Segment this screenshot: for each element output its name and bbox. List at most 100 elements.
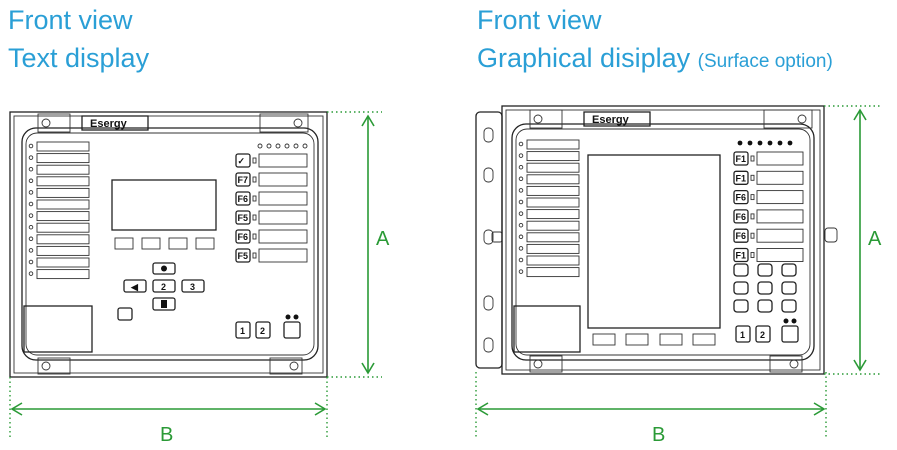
right-ind-dot-4 [767,140,773,146]
left-fkey-led-5 [252,233,257,240]
left-port-key[interactable] [283,321,301,339]
right-ctrl-key-4[interactable] [733,281,749,295]
left-nav-center-key[interactable] [152,279,176,293]
right-fkey-4[interactable] [733,209,749,224]
right-ctrl-key-8[interactable] [757,299,773,313]
right-led-12 [518,269,524,274]
left-fkey-box-4 [258,210,308,225]
right-port-key[interactable] [781,325,799,343]
right-ctrl-key-1[interactable] [733,263,749,277]
right-fkey-box-1 [756,151,804,166]
left-led-label-6 [36,199,90,210]
left-led-label-5 [36,187,90,198]
right-dim-a-arrow-top [853,108,867,121]
right-led-label-2 [526,151,580,162]
left-device-inner-frame [13,115,324,374]
right-softkey-4[interactable] [692,333,716,346]
right-dim-b-arrow-left [476,402,489,416]
right-fkey-box-4 [756,209,804,224]
left-led-7 [28,213,34,218]
left-key-2[interactable] [255,321,271,339]
right-screw-tl [533,114,543,124]
right-flange-slot-4 [483,295,494,311]
left-device-outer-frame [9,111,328,378]
left-escape-key[interactable] [117,307,133,321]
left-fkey-led-1 [252,157,257,164]
left-port-dot-2 [293,314,299,320]
left-dim-b-label: B [160,424,173,446]
right-led-10 [518,246,524,251]
left-softkey-4[interactable] [195,237,215,250]
right-flange-slot-1 [483,127,494,143]
left-led-column [28,141,90,280]
right-bottom-left-mount [529,355,563,373]
right-ctrl-key-5[interactable] [757,281,773,295]
right-key-1[interactable] [735,325,751,343]
left-softkey-2[interactable] [141,237,161,250]
right-led-5 [518,188,524,193]
left-led-12 [28,271,34,276]
right-ctrl-key-6[interactable] [781,281,797,295]
left-nav-down-mark [161,300,167,308]
right-fkey-1[interactable] [733,151,749,166]
right-led-column [518,139,580,278]
right-fkey-label-5: F6 [736,231,747,241]
right-led-9 [518,234,524,240]
right-led-label-11 [526,255,580,266]
right-softkey-3[interactable] [659,333,683,346]
right-fkey-5[interactable] [733,228,749,243]
left-brand-plate [81,115,149,131]
left-key-1[interactable] [235,321,251,339]
left-fkey-label-5: F6 [238,232,249,242]
left-dim-b-arrow-right [314,402,327,416]
left-fkey-1[interactable] [235,153,251,168]
right-led-3 [518,164,524,170]
left-nav-right-key[interactable] [181,279,205,293]
right-dim-a-label: A [868,228,882,250]
left-top-right-mount [259,113,309,133]
right-fkey-2[interactable] [733,170,749,185]
left-led-label-2 [36,153,90,164]
right-ctrl-key-7[interactable] [733,299,749,313]
left-fkey-label-4: F5 [238,213,249,223]
right-led-label-3 [526,162,580,173]
left-brand-label: Esergy [90,118,128,130]
right-dim-a-arrow-bottom [853,359,867,372]
right-port-dot-2 [791,318,797,324]
left-led-1 [28,143,34,149]
right-softkey-1[interactable] [592,333,616,346]
left-nav-left-key[interactable] [123,279,147,293]
right-device-faceplate-inner [515,128,811,356]
right-fkey-box-5 [756,228,804,243]
left-fkey-5[interactable] [235,229,251,244]
right-ind-dot-2 [747,140,753,146]
right-softkey-2[interactable] [625,333,649,346]
right-dim-b-arrow-right [813,402,826,416]
right-dim-b-label: B [652,424,665,446]
right-ctrl-key-2[interactable] [757,263,773,277]
left-fkey-3[interactable] [235,191,251,206]
left-nav-down-key[interactable] [152,297,176,311]
right-led-label-1 [526,139,580,150]
left-nav-up-key[interactable] [152,262,176,275]
right-led-7 [518,211,524,216]
left-softkey-1[interactable] [114,237,134,250]
left-softkey-3[interactable] [168,237,188,250]
right-device-outer-frame [501,105,825,375]
right-key-2[interactable] [755,325,771,343]
right-screw-tr [797,114,807,124]
right-screw-br [789,359,799,369]
left-fkey-4[interactable] [235,210,251,225]
left-led-2 [28,155,34,160]
left-dim-b-arrow-left [10,402,23,416]
left-fkey-box-6 [258,248,308,263]
right-led-label-5 [526,185,580,196]
left-fkey-6[interactable] [235,248,251,263]
right-ctrl-key-9[interactable] [781,299,797,313]
right-fkey-3[interactable] [733,189,749,205]
right-fkey-6[interactable] [733,247,749,263]
left-fkey-2[interactable] [235,172,251,187]
right-bottom-right-mount [769,355,803,373]
right-ctrl-key-3[interactable] [781,263,797,277]
